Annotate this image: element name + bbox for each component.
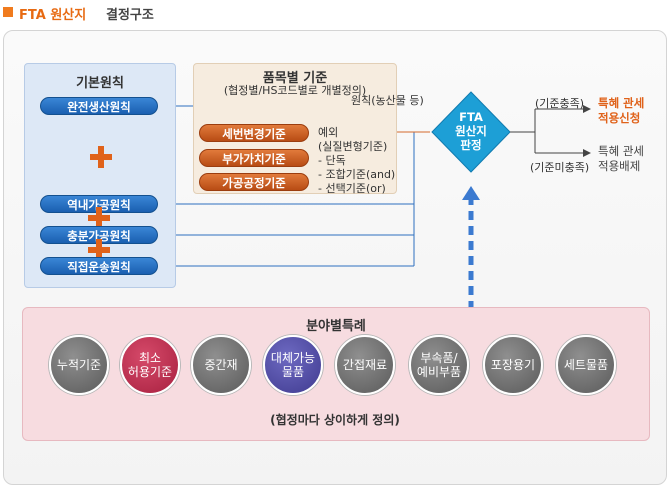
exclude-preferential-tariff: 특혜 관세 적용배제 bbox=[598, 144, 644, 174]
plus-icon bbox=[88, 207, 110, 229]
met-label: (기준충족) bbox=[535, 97, 585, 110]
circle-accessories-spare-parts: 부속품/ 예비부품 bbox=[409, 335, 469, 395]
apply-preferential-tariff: 특혜 관세 적용신청 bbox=[598, 96, 644, 126]
item-criteria-title: 품목별 기준 bbox=[262, 71, 328, 86]
circle-indirect-materials: 간접재료 bbox=[335, 335, 395, 395]
dashed-arrow-head bbox=[462, 186, 480, 200]
circle-cumulation: 누적기준 bbox=[49, 335, 109, 395]
circle-sets: 세트물품 bbox=[556, 335, 616, 395]
rule-or: - 선택기준(or) bbox=[318, 182, 386, 195]
plus-icon bbox=[88, 239, 110, 261]
decision-line-2: 원산지 bbox=[455, 124, 487, 138]
pill-value-added: 부가가치기준 bbox=[199, 149, 309, 167]
circle-packaging: 포장용기 bbox=[483, 335, 543, 395]
decision-line-1: FTA bbox=[459, 110, 483, 124]
principle-note: 원칙(농산물 등) bbox=[351, 94, 424, 107]
circle-intermediate-goods: 중간재 bbox=[191, 335, 251, 395]
decision-label: FTA 원산지 판정 bbox=[436, 110, 506, 152]
apply-line-1: 특혜 관세 bbox=[598, 96, 645, 110]
apply-line-2: 적용신청 bbox=[598, 111, 641, 125]
exclude-line-2: 적용배제 bbox=[598, 159, 641, 173]
exception-label: 예외 bbox=[318, 126, 339, 139]
pill-direct-shipment: 직접운송원칙 bbox=[40, 257, 158, 275]
rule-alone: - 단독 bbox=[318, 154, 346, 167]
page-title: FTA 원산지 bbox=[19, 8, 87, 23]
sector-rules-title: 분야별특례 bbox=[306, 319, 366, 334]
item-criteria-subtitle: (협정별/HS코드별로 개별정의) bbox=[223, 84, 367, 97]
page-subtitle: 결정구조 bbox=[106, 8, 154, 23]
pill-sufficient-processing: 충분가공원칙 bbox=[40, 226, 158, 244]
circle-de-minimis: 최소 허용기준 bbox=[120, 335, 180, 395]
exclude-line-1: 특혜 관세 bbox=[598, 144, 644, 158]
pill-full-production: 완전생산원칙 bbox=[40, 97, 158, 115]
exception-detail: (실질변형기준) bbox=[318, 140, 388, 153]
not-met-label: (기준미충족) bbox=[530, 161, 590, 174]
basic-principles-title: 기본원칙 bbox=[76, 76, 124, 91]
decision-diamond bbox=[431, 91, 511, 173]
pill-processing-operation: 가공공정기준 bbox=[199, 173, 309, 191]
rule-and: - 조합기준(and) bbox=[318, 168, 396, 181]
title-bullet-icon bbox=[3, 7, 13, 17]
sector-footnote: (협정마다 상이하게 정의) bbox=[250, 411, 420, 428]
circle-fungible-goods: 대체가능 물품 bbox=[263, 335, 323, 395]
pill-tariff-change: 세번변경기준 bbox=[199, 124, 309, 142]
decision-line-3: 판정 bbox=[460, 138, 482, 152]
plus-icon bbox=[90, 146, 112, 168]
